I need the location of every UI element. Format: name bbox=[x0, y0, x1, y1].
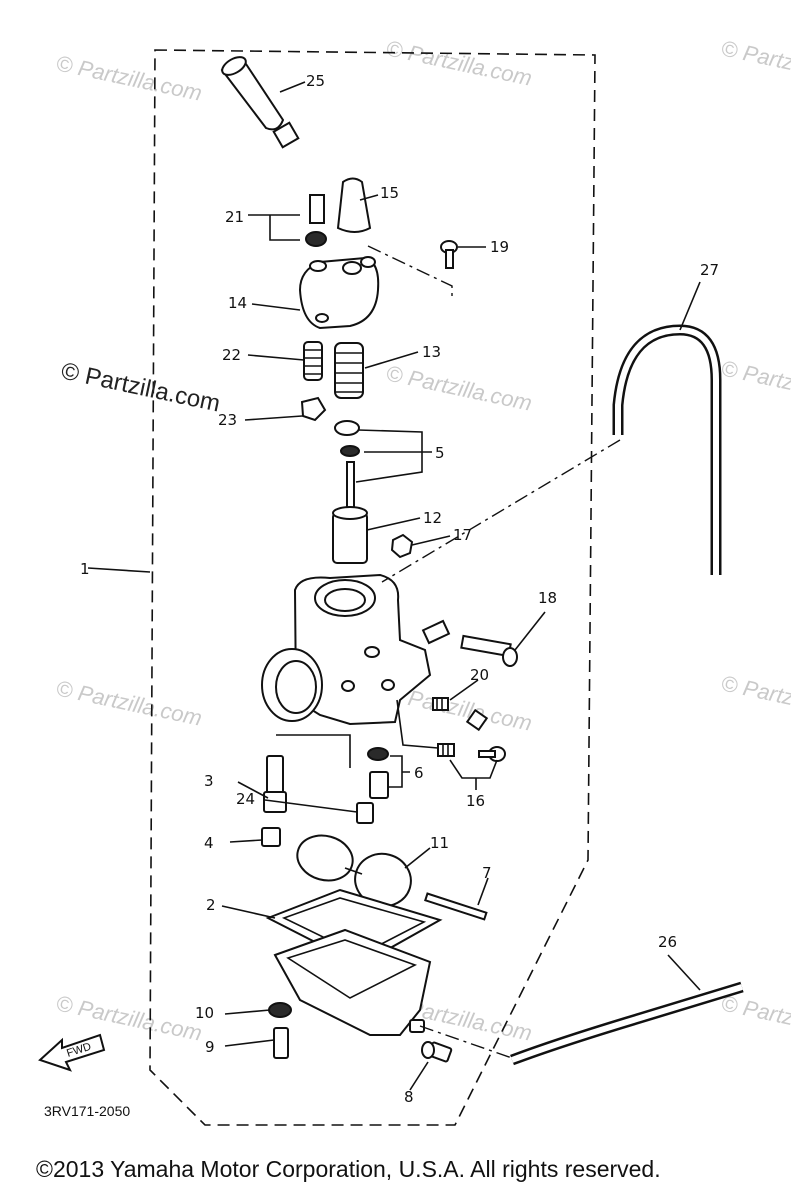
part-17-nut bbox=[390, 533, 414, 559]
watermark-5: © Partzilla.com bbox=[719, 355, 791, 410]
callout-14: 14 bbox=[228, 294, 247, 312]
callout-7: 7 bbox=[482, 864, 492, 882]
part-27-tube bbox=[612, 324, 722, 575]
part-9-screw bbox=[273, 1027, 289, 1059]
callout-4: 4 bbox=[204, 834, 214, 852]
watermark-2: © Partzilla.com bbox=[384, 35, 534, 90]
part-7-pin bbox=[424, 892, 488, 921]
part-14-top-cover bbox=[298, 256, 380, 330]
part-1-carburetor-body bbox=[261, 573, 451, 726]
part-3-needle-jet bbox=[263, 755, 287, 813]
part-5-needle-set bbox=[334, 420, 360, 511]
copyright-notice: ©2013 Yamaha Motor Corporation, U.S.A. A… bbox=[36, 1156, 661, 1182]
part-16-screw-spring bbox=[437, 743, 506, 762]
watermark-3: © Partzilla.com bbox=[719, 35, 791, 90]
callout-leaders bbox=[87, 81, 701, 1091]
watermark-1: © Partzilla.com bbox=[54, 50, 204, 105]
part-19-screw bbox=[440, 240, 458, 269]
part-26-tube bbox=[510, 981, 744, 1066]
part-15-rubber-cap bbox=[336, 177, 372, 233]
watermarks: © Partzilla.com © Partzilla.com © Partzi… bbox=[54, 35, 791, 1045]
callout-25: 25 bbox=[306, 72, 325, 90]
callout-12: 12 bbox=[423, 509, 442, 527]
fwd-arrow-icon: FWD bbox=[38, 1033, 106, 1072]
callout-8: 8 bbox=[404, 1088, 414, 1106]
callout-10: 10 bbox=[195, 1004, 214, 1022]
part-4-main-jet bbox=[261, 827, 281, 847]
callout-16: 16 bbox=[466, 792, 485, 810]
callout-9: 9 bbox=[205, 1038, 215, 1056]
callout-26: 26 bbox=[658, 933, 677, 951]
callout-27: 27 bbox=[700, 261, 719, 279]
callout-24: 24 bbox=[236, 790, 255, 808]
callout-20: 20 bbox=[470, 666, 489, 684]
part-18-screw bbox=[460, 634, 518, 667]
part-8-screw bbox=[421, 1041, 453, 1063]
watermark-6: © Partzilla.com bbox=[54, 675, 204, 730]
callout-6: 6 bbox=[414, 764, 424, 782]
part-22-spring bbox=[303, 341, 323, 381]
callout-15: 15 bbox=[380, 184, 399, 202]
part-24-jet bbox=[356, 802, 374, 824]
callout-17: 17 bbox=[453, 526, 472, 544]
drawing-code: 3RV171-2050 bbox=[44, 1103, 130, 1119]
callout-5: 5 bbox=[435, 444, 445, 462]
callout-18: 18 bbox=[538, 589, 557, 607]
part-6-pilot-jet bbox=[367, 747, 389, 799]
callout-1: 1 bbox=[80, 560, 90, 578]
callouts: 25 21 15 19 27 14 22 13 23 5 12 17 1 18 … bbox=[80, 72, 719, 1106]
part-10-washer bbox=[268, 1002, 292, 1018]
callout-22: 22 bbox=[222, 346, 241, 364]
leader-27-body bbox=[381, 439, 621, 583]
callout-13: 13 bbox=[422, 343, 441, 361]
watermark-8: © Partzilla.com bbox=[719, 670, 791, 725]
watermark-dark: © Partzilla.com bbox=[59, 357, 223, 417]
callout-23: 23 bbox=[218, 411, 237, 429]
callout-21: 21 bbox=[225, 208, 244, 226]
part-13-spring bbox=[334, 342, 364, 399]
callout-2: 2 bbox=[206, 896, 216, 914]
watermark-11: © Partzilla.com bbox=[719, 990, 791, 1045]
callout-11: 11 bbox=[430, 834, 449, 852]
part-21-cable bbox=[272, 121, 327, 247]
part-12-throttle-valve bbox=[332, 506, 368, 564]
callout-3: 3 bbox=[204, 772, 214, 790]
assembly-boundary bbox=[149, 49, 596, 1126]
watermark-4: © Partzilla.com bbox=[384, 360, 534, 415]
callout-19: 19 bbox=[490, 238, 509, 256]
part-25-cap bbox=[220, 56, 285, 131]
leader-19-14 bbox=[367, 245, 453, 298]
leader-body-16 bbox=[396, 699, 439, 749]
part-23-clip bbox=[300, 396, 327, 422]
leader-body-3 bbox=[276, 734, 351, 768]
watermark-9: © Partzilla.com bbox=[54, 990, 204, 1045]
part-20-screw-spring bbox=[432, 697, 489, 732]
float-bowl bbox=[273, 928, 432, 1036]
leader-26-body bbox=[419, 1025, 513, 1059]
